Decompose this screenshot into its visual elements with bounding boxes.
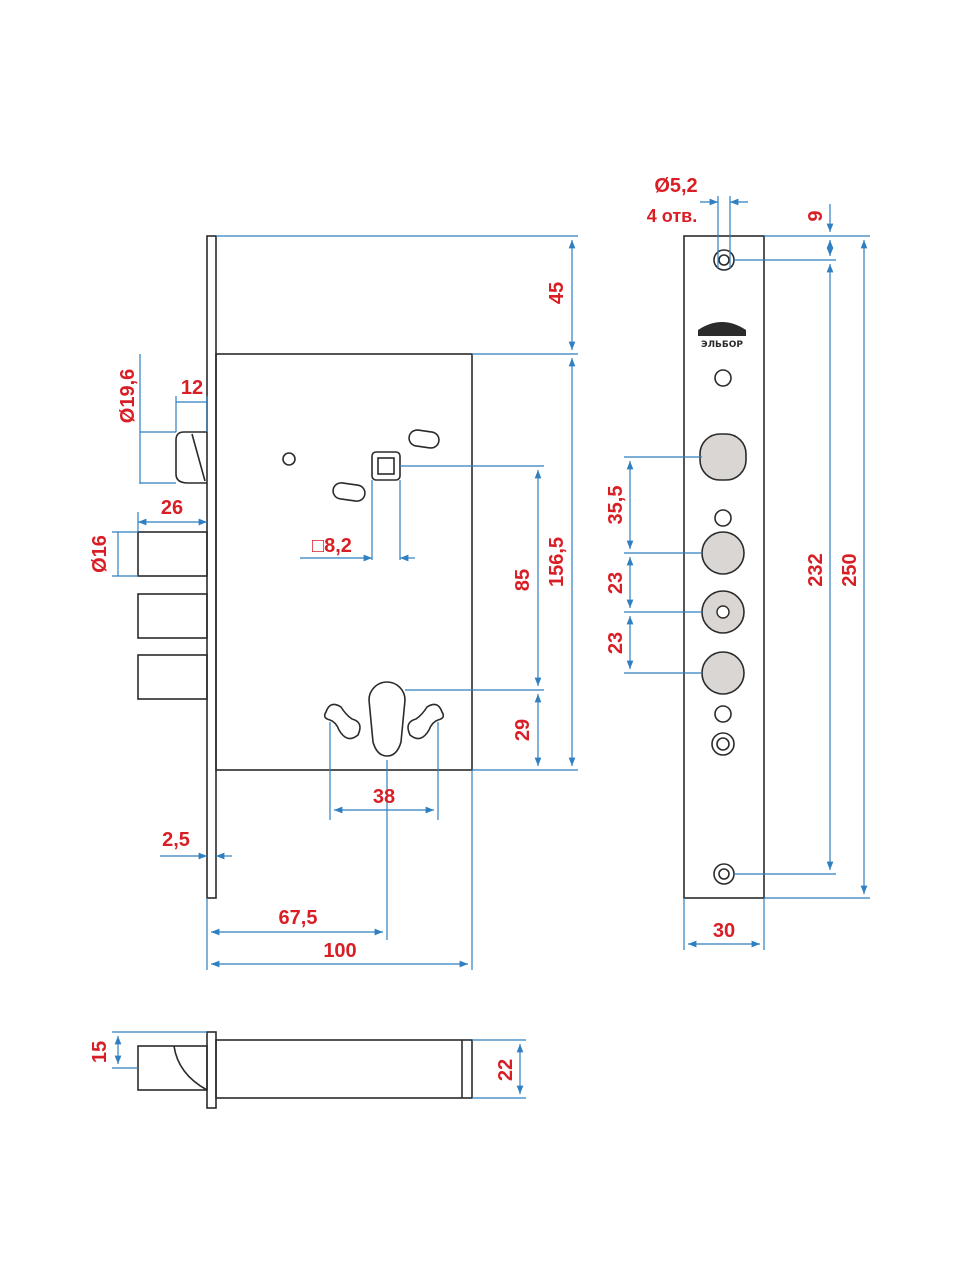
bolt-hole-3 xyxy=(701,651,745,695)
dim-screw-spacing: 38 xyxy=(373,786,395,808)
lock-case xyxy=(215,353,473,771)
bolt-1 xyxy=(137,531,208,577)
dim-deadbolt-diameter: Ø19,6 xyxy=(117,369,139,423)
dim-screw-hole-count: 4 отв. xyxy=(647,206,697,226)
dim-bolt-height: 15 xyxy=(89,1041,111,1063)
bolt-hole-1 xyxy=(701,531,745,575)
bolt-2 xyxy=(137,593,208,639)
top-latch-curve xyxy=(173,1045,208,1091)
faceplate-dimensions: Ø5,2 4 отв. 9 35,5 23 23 232 250 30 xyxy=(605,175,870,950)
dim-case-width: 100 xyxy=(323,940,356,962)
latch-bevel xyxy=(191,433,206,482)
screw-hole xyxy=(711,732,735,756)
screw-keyhole-left xyxy=(323,703,361,740)
spindle-hub xyxy=(371,451,401,481)
brand-logo: ЭЛЬБОР xyxy=(701,340,743,350)
slot-hole xyxy=(408,429,440,449)
dim-faceplate-thickness: 2,5 xyxy=(162,829,190,851)
hole xyxy=(714,509,732,527)
dim-cylinder-to-bottom: 29 xyxy=(512,719,534,741)
dim-plate-length: 250 xyxy=(839,553,861,586)
dim-bolt-diameter: Ø16 xyxy=(89,535,111,573)
screw-hole-top xyxy=(713,249,735,271)
faceplate-view: ЭЛЬБОР xyxy=(683,235,765,899)
lock-front-view xyxy=(137,235,473,899)
dim-hole-spacing: 232 xyxy=(805,553,827,586)
dim-latch-projection: 12 xyxy=(181,377,203,399)
top-faceplate xyxy=(206,1031,217,1109)
top-view xyxy=(137,1031,473,1109)
screw-keyhole-right xyxy=(407,703,445,740)
dim-bolt-projection: 26 xyxy=(161,497,183,519)
mount-hole xyxy=(282,452,296,466)
latch xyxy=(175,431,207,484)
faceplate-strip xyxy=(683,235,765,899)
top-dimensions: 15 22 xyxy=(89,1031,526,1099)
dim-spindle-to-cylinder: 85 xyxy=(512,569,534,591)
dim-bolt-spacing-1: 35,5 xyxy=(605,486,627,525)
faceplate xyxy=(206,235,217,899)
dim-case-height: 156,5 xyxy=(546,537,568,587)
screw-hole-bottom xyxy=(713,863,735,885)
latch-hole xyxy=(699,433,747,481)
dim-case-thickness: 22 xyxy=(495,1059,517,1081)
top-case xyxy=(215,1039,473,1099)
dim-backset: 67,5 xyxy=(279,907,318,929)
bolt-3 xyxy=(137,654,208,700)
slot-hole xyxy=(332,482,366,502)
front-dimensions: 45 Ø19,6 12 26 Ø16 □8,2 85 156,5 29 38 2… xyxy=(89,235,578,970)
dim-plate-end-offset: 9 xyxy=(805,210,827,221)
dim-plate-width: 30 xyxy=(713,920,735,942)
spindle-square xyxy=(377,457,395,475)
dim-top-offset: 45 xyxy=(546,282,568,304)
hole xyxy=(714,369,732,387)
brand-logo-mark xyxy=(698,322,746,336)
dim-spindle-square: □8,2 xyxy=(312,535,352,557)
dim-bolt-spacing-2: 23 xyxy=(605,572,627,594)
hole xyxy=(714,705,732,723)
cylinder-cutout xyxy=(368,681,406,757)
dim-bolt-spacing-3: 23 xyxy=(605,632,627,654)
dim-screw-hole-diameter: Ø5,2 xyxy=(654,175,697,197)
